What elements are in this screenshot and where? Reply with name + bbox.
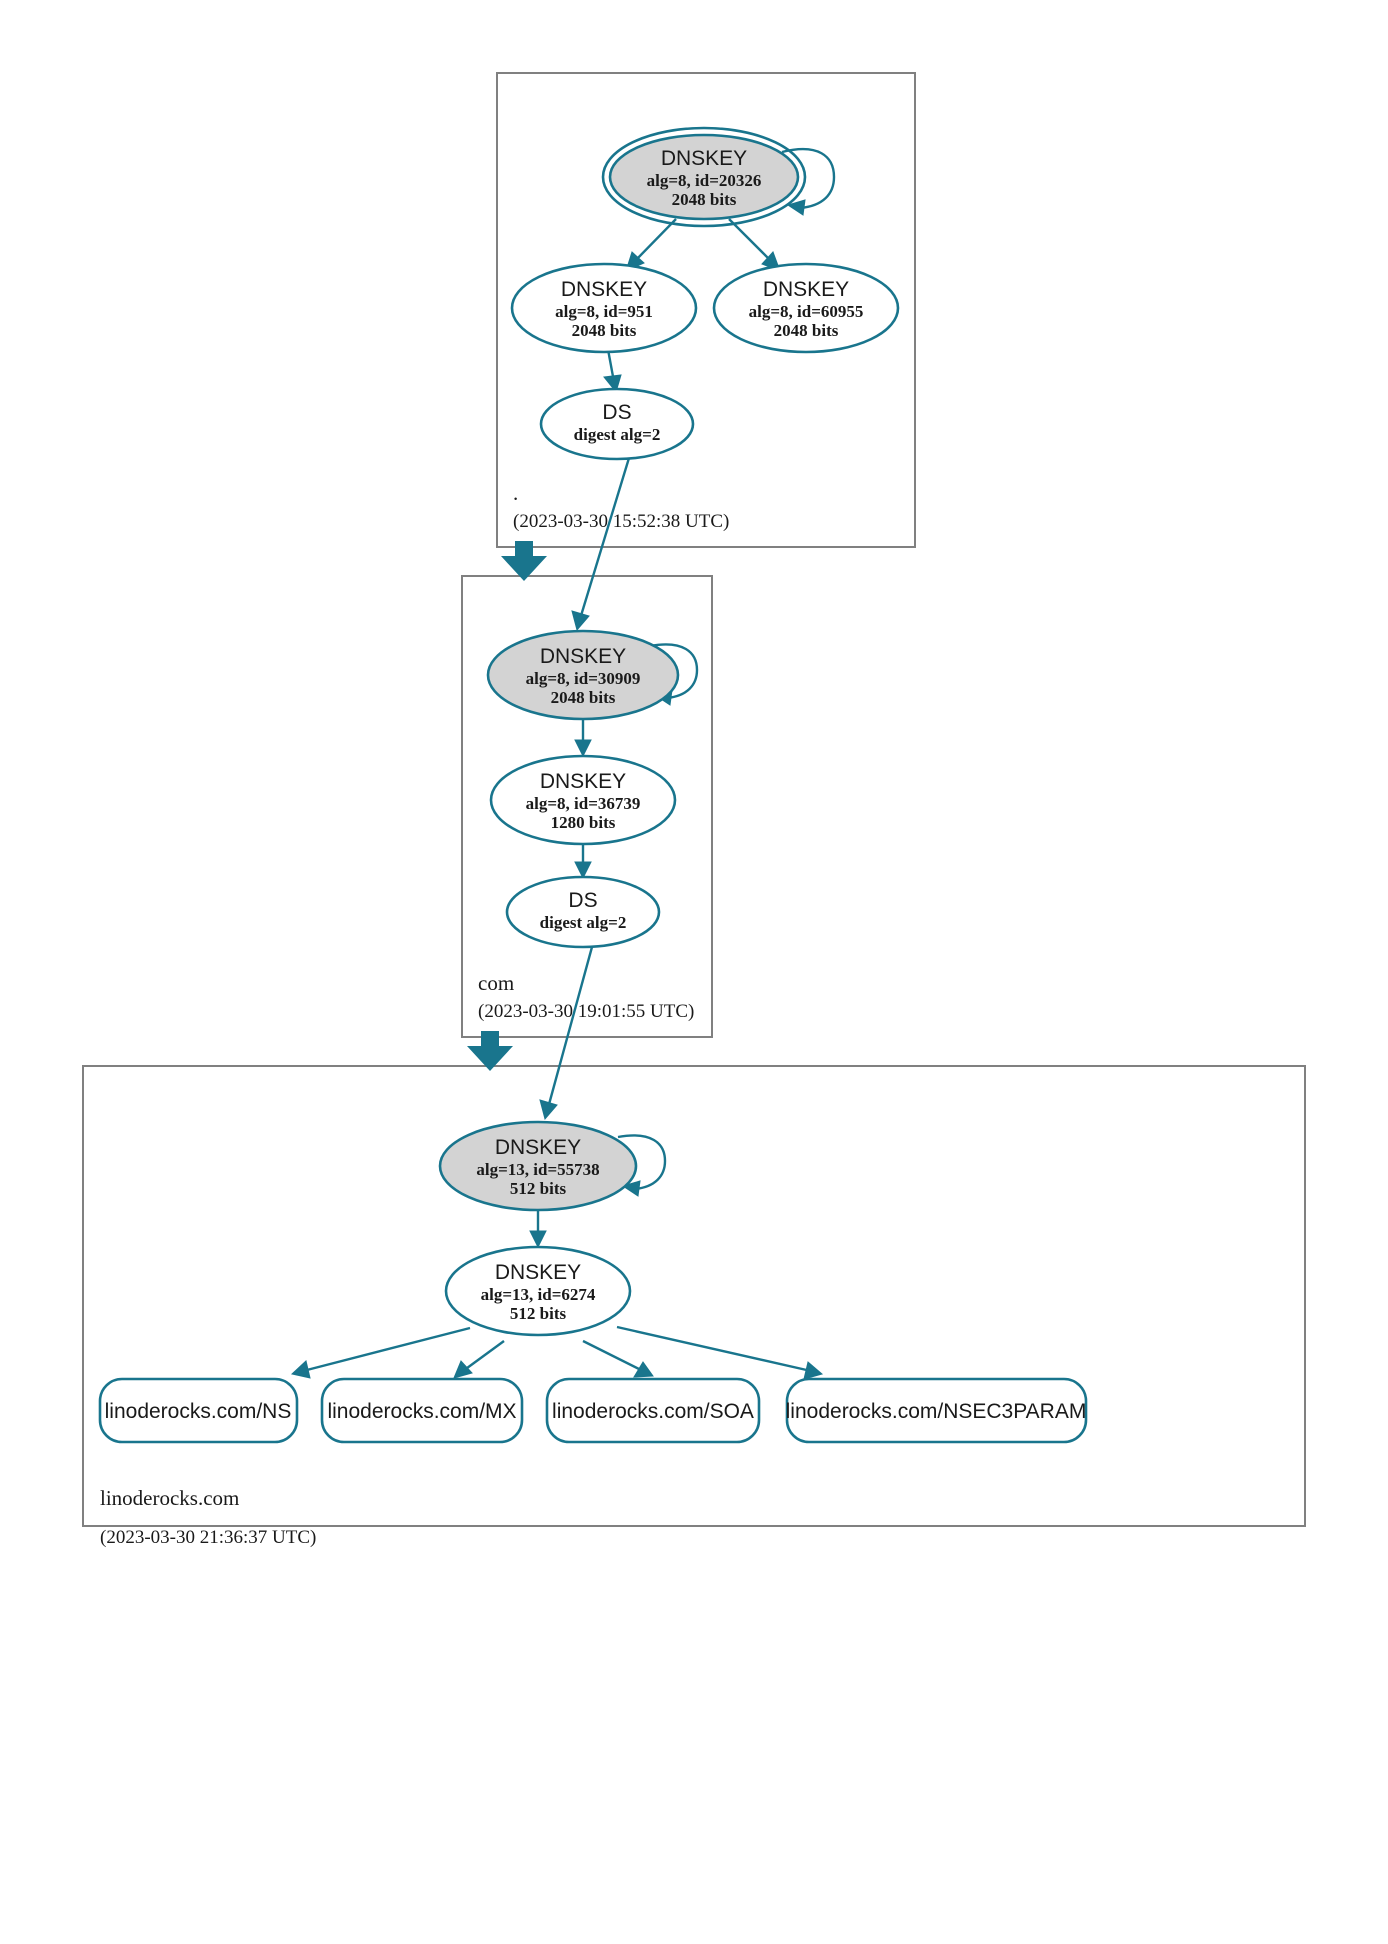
rrset-shape xyxy=(98,1377,299,1444)
node-title: DNSKEY xyxy=(540,645,626,668)
zone-cluster-root: DNSKEY alg=8, id=20326 2048 bits DNSKEY … xyxy=(496,72,916,548)
node-title: DNSKEY xyxy=(495,1261,581,1284)
node-shape xyxy=(712,262,900,354)
node-title: DNSKEY xyxy=(561,278,647,301)
node-shape xyxy=(444,1245,632,1337)
rrset-node-ns[interactable]: linoderocks.com/NS xyxy=(98,1377,299,1444)
rrset-label: linoderocks.com/SOA xyxy=(552,1400,754,1423)
node-detail-bits: 512 bits xyxy=(510,1304,567,1323)
zone-label-com: com xyxy=(478,971,514,995)
edge-com-zsk-to-ds xyxy=(574,841,592,880)
edge-com-ds-to-lr-ksk xyxy=(539,946,594,1121)
node-dnskey-linoderocks-zsk[interactable]: DNSKEY alg=13, id=6274 512 bits xyxy=(444,1245,632,1337)
node-shape xyxy=(438,1120,638,1212)
node-title: DNSKEY xyxy=(661,147,747,170)
node-detail-bits: 2048 bits xyxy=(672,190,737,209)
node-detail-bits: 1280 bits xyxy=(551,813,616,832)
node-title: DNSKEY xyxy=(763,278,849,301)
node-ds-root[interactable]: DS digest alg=2 xyxy=(539,387,695,461)
node-shape xyxy=(608,133,800,221)
node-shape xyxy=(539,387,695,461)
zone-label-root: . xyxy=(513,481,518,505)
node-detail-bits: 2048 bits xyxy=(551,688,616,707)
edge-root-ksk-self xyxy=(781,147,836,216)
node-detail-alg-id: alg=8, id=60955 xyxy=(749,302,864,321)
node-title: DS xyxy=(602,401,631,424)
zone-box-linoderocks xyxy=(82,1065,1306,1527)
node-shape xyxy=(486,629,680,721)
node-detail-digest: digest alg=2 xyxy=(540,913,627,932)
node-shape xyxy=(489,754,677,846)
rrset-shape xyxy=(320,1377,524,1444)
node-detail-alg-id: alg=8, id=36739 xyxy=(526,794,641,813)
node-dnskey-com-ksk[interactable]: DNSKEY alg=8, id=30909 2048 bits xyxy=(486,629,680,721)
node-detail-bits: 2048 bits xyxy=(572,321,637,340)
edge-lr-zsk-to-rrset-soa xyxy=(582,1339,654,1378)
rrset-shape xyxy=(545,1377,761,1444)
rrset-label: linoderocks.com/MX xyxy=(327,1400,516,1423)
rrset-label: linoderocks.com/NS xyxy=(105,1400,292,1423)
node-shape xyxy=(510,262,698,354)
delegation-arrow-com-to-linoderocks xyxy=(467,1031,513,1071)
node-detail-alg-id: alg=8, id=951 xyxy=(555,302,653,321)
node-title: DS xyxy=(568,889,597,912)
zone-timestamp-com: (2023-03-30 19:01:55 UTC) xyxy=(478,1001,694,1022)
node-detail-alg-id: alg=8, id=20326 xyxy=(647,171,762,190)
node-ds-com[interactable]: DS digest alg=2 xyxy=(505,875,661,949)
zone-label-linoderocks: linoderocks.com xyxy=(100,1486,239,1510)
node-detail-digest: digest alg=2 xyxy=(574,425,661,444)
node-shape xyxy=(505,875,661,949)
edge-lr-ksk-to-zsk xyxy=(529,1210,547,1249)
node-title: DNSKEY xyxy=(540,770,626,793)
rrset-node-mx[interactable]: linoderocks.com/MX xyxy=(320,1377,524,1444)
node-dnskey-root-zsk-951[interactable]: DNSKEY alg=8, id=951 2048 bits xyxy=(510,262,698,354)
trust-anchor-outer-ring xyxy=(601,126,807,228)
edge-lr-zsk-to-rrset-mx xyxy=(453,1340,505,1379)
node-detail-alg-id: alg=8, id=30909 xyxy=(526,669,641,688)
zone-cluster-linoderocks: DNSKEY alg=13, id=55738 512 bits DNSKEY … xyxy=(82,946,1306,1548)
node-detail-alg-id: alg=13, id=55738 xyxy=(476,1160,599,1179)
rrset-node-soa[interactable]: linoderocks.com/SOA xyxy=(545,1377,761,1444)
zone-timestamp-linoderocks: (2023-03-30 21:36:37 UTC) xyxy=(100,1527,316,1548)
delegation-arrow-root-to-com xyxy=(501,541,547,581)
node-dnskey-com-zsk[interactable]: DNSKEY alg=8, id=36739 1280 bits xyxy=(489,754,677,846)
zone-timestamp-root: (2023-03-30 15:52:38 UTC) xyxy=(513,511,729,532)
rrset-shape xyxy=(785,1377,1088,1444)
node-detail-bits: 512 bits xyxy=(510,1179,567,1198)
node-dnskey-linoderocks-ksk[interactable]: DNSKEY alg=13, id=55738 512 bits xyxy=(438,1120,638,1212)
edge-com-ksk-to-zsk xyxy=(574,719,592,758)
zone-cluster-com: DNSKEY alg=8, id=30909 2048 bits DNSKEY … xyxy=(461,457,713,1038)
node-detail-bits: 2048 bits xyxy=(774,321,839,340)
node-dnskey-root-ksk[interactable]: DNSKEY alg=8, id=20326 2048 bits xyxy=(601,126,807,228)
rrset-node-nsec3param[interactable]: linoderocks.com/NSEC3PARAM xyxy=(785,1377,1088,1444)
node-detail-alg-id: alg=13, id=6274 xyxy=(481,1285,596,1304)
edge-lr-zsk-to-rrset-nsec3param xyxy=(616,1325,824,1380)
node-dnskey-root-zsk-60955[interactable]: DNSKEY alg=8, id=60955 2048 bits xyxy=(712,262,900,354)
node-title: DNSKEY xyxy=(495,1136,581,1159)
rrset-label: linoderocks.com/NSEC3PARAM xyxy=(786,1400,1087,1423)
edge-lr-zsk-to-rrset-ns xyxy=(290,1326,471,1379)
edge-root-ds-to-com-ksk xyxy=(571,457,631,632)
